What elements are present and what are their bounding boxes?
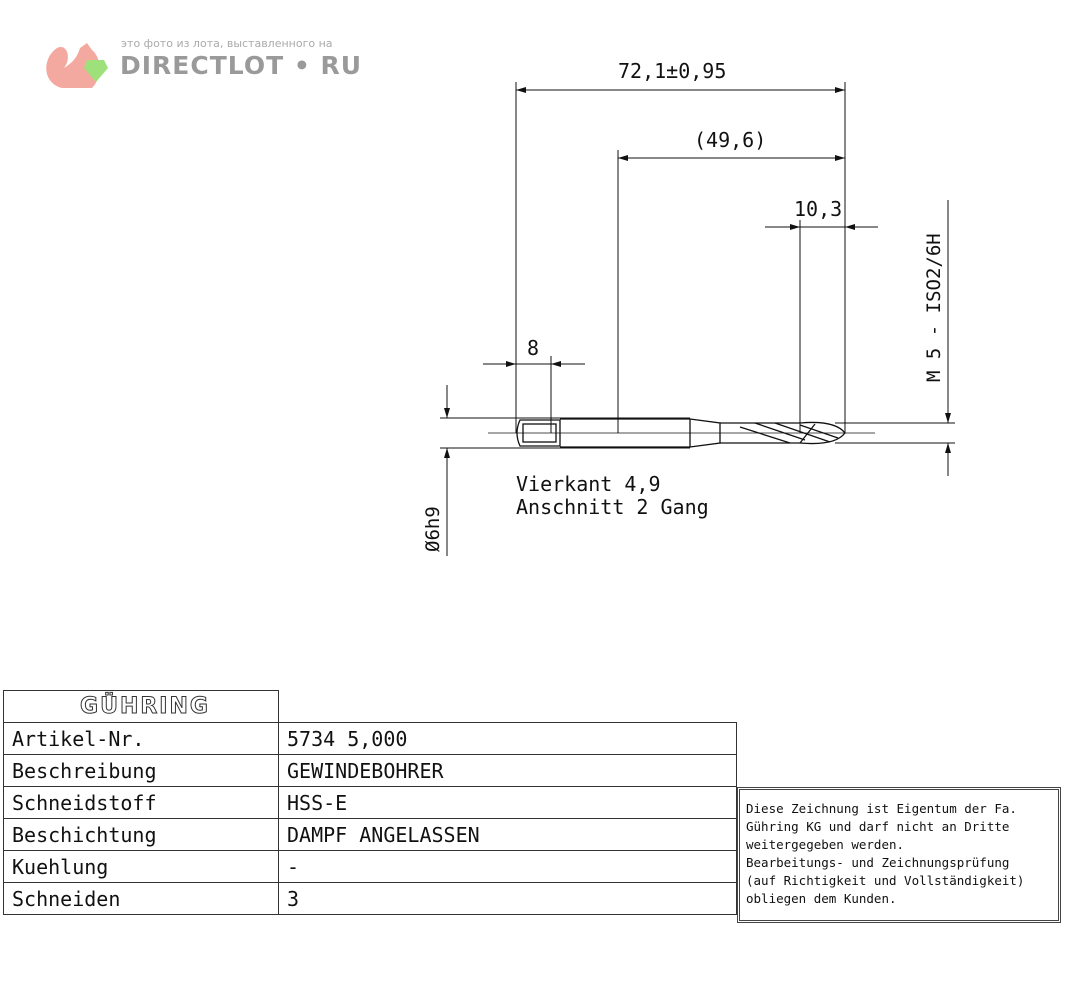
disclaimer-line: Diese Zeichnung ist Eigentum der Fa. bbox=[746, 801, 1017, 816]
row-value: 5734 5,000 bbox=[278, 722, 737, 755]
note-chamfer: Anschnitt 2 Gang bbox=[516, 495, 709, 519]
row-label: Schneiden bbox=[3, 882, 279, 915]
note-square: Vierkant 4,9 bbox=[516, 472, 661, 496]
row-label: Beschichtung bbox=[3, 818, 279, 851]
disclaimer-line: weitergegeben werden. bbox=[746, 837, 905, 852]
table-row: Kuehlung- bbox=[3, 850, 737, 883]
row-label: Beschreibung bbox=[3, 754, 279, 787]
squirrel-icon bbox=[46, 43, 108, 88]
tap-tool bbox=[516, 418, 846, 448]
guehring-logo: GÜHRING bbox=[3, 690, 279, 723]
dim-square-label: 8 bbox=[527, 336, 539, 360]
row-value: 3 bbox=[278, 882, 737, 915]
row-value: - bbox=[278, 850, 737, 883]
row-label: Schneidstoff bbox=[3, 786, 279, 819]
shank-dia-label: Ø6h9 bbox=[422, 506, 444, 552]
dim-total-label: 72,1±0,95 bbox=[618, 59, 726, 83]
row-value: GEWINDEBOHRER bbox=[278, 754, 737, 787]
disclaimer-line: (auf Richtigkeit und Vollständigkeit) bbox=[746, 873, 1025, 888]
table-row: Artikel-Nr.5734 5,000 bbox=[3, 722, 737, 755]
disclaimer-line: Bearbeitungs- und Zeichnungsprüfung bbox=[746, 855, 1010, 870]
spec-table: GÜHRING Artikel-Nr.5734 5,000 Beschreibu… bbox=[3, 690, 737, 915]
row-label: Artikel-Nr. bbox=[3, 722, 279, 755]
row-label: Kuehlung bbox=[3, 850, 279, 883]
disclaimer-line: Gühring KG und darf nicht an Dritte bbox=[746, 819, 1010, 834]
disclaimer-line: obliegen dem Kunden. bbox=[746, 891, 897, 906]
tap-drawing: 72,1±0,95 (49,6) 10,3 8 M 5 - ISO2/6H Ø6… bbox=[422, 59, 955, 556]
dim-thread-label: 10,3 bbox=[794, 197, 842, 221]
disclaimer-box: Diese Zeichnung ist Eigentum der Fa. Güh… bbox=[737, 787, 1061, 923]
row-value: DAMPF ANGELASSEN bbox=[278, 818, 737, 851]
thread-spec-label: M 5 - ISO2/6H bbox=[923, 233, 945, 382]
watermark-brand: DIRECTLOT • RU bbox=[120, 51, 363, 80]
row-value: HSS-E bbox=[278, 786, 737, 819]
watermark-subtitle: это фото из лота, выставленного на bbox=[121, 37, 333, 50]
dim-flute-label: (49,6) bbox=[694, 128, 766, 152]
